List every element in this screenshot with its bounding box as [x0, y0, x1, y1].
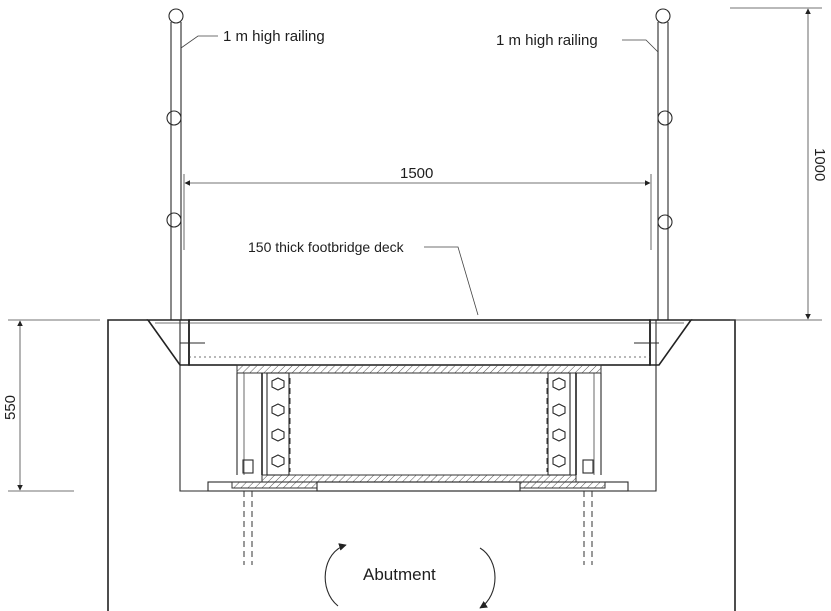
- deck-note-group: 150 thick footbridge deck: [248, 239, 479, 316]
- abutment-outline: [107, 319, 736, 611]
- railing-label-left: 1 m high railing: [223, 28, 325, 45]
- bearing-plate: [207, 459, 629, 565]
- deck-width-label: 1500: [400, 165, 433, 182]
- railing-label-right: 1 m high railing: [496, 32, 598, 49]
- deck-note-label: 150 thick footbridge deck: [248, 239, 405, 255]
- abutment-label: Abutment: [363, 565, 436, 584]
- railing-height-dimension: 1000: [730, 7, 828, 321]
- railing-label-left-group: 1 m high railing: [180, 28, 325, 49]
- railing-label-right-group: 1 m high railing: [496, 32, 659, 53]
- footbridge-deck: [146, 319, 693, 366]
- railing-right: [655, 8, 673, 320]
- deck-width-dimension: 1500: [183, 165, 652, 250]
- abutment-depth-dimension: 550: [2, 319, 100, 492]
- cross-girder: [236, 364, 602, 483]
- railing-left: [166, 8, 184, 320]
- abutment-depth-label: 550: [2, 395, 19, 420]
- railing-height-label: 1000: [811, 148, 828, 181]
- abutment-label-group: Abutment: [324, 543, 496, 609]
